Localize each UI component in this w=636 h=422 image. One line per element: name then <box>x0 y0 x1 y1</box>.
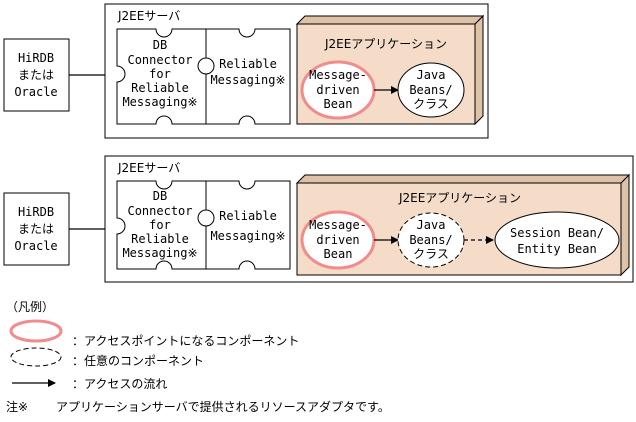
j2ee-server-title-2: J2EEサーバ <box>117 161 180 175</box>
diagram-2: HiRDB または Oracle J2EEサーバ DB Connector fo… <box>3 155 634 283</box>
legend-access-point-symbol <box>9 319 63 343</box>
db-box-1-line3: Oracle <box>14 85 57 99</box>
mdb-1-line1: Message- <box>309 68 367 82</box>
legend: （凡例） ：アクセスポイントになるコンポーネント ：任意のコンポーネント ：アク… <box>6 300 390 414</box>
reliable-label-1-line2: Messaging※ <box>210 73 285 87</box>
j2ee-app-title-1: J2EEアプリケーション <box>324 37 447 51</box>
java-beans-1-line2: Beans/ <box>409 83 452 97</box>
j2ee-server-title-1: J2EEサーバ <box>117 9 180 23</box>
session-bean-line2: Entity Bean <box>517 242 596 256</box>
connector-label-2-line5: Messaging※ <box>122 246 197 260</box>
footnote-mark: 注※ <box>6 399 28 414</box>
session-entity-bean-2 <box>494 211 620 269</box>
db-box-2 <box>3 192 70 266</box>
j2ee-app-box-1-top <box>295 15 485 25</box>
reliable-label-1-line1: Reliable <box>219 57 277 71</box>
connector-label-1-line5: Messaging※ <box>122 95 197 109</box>
db-box-2-line1: HiRDB <box>18 205 54 219</box>
connector-label-2-line1: DB <box>153 189 167 203</box>
java-beans-2-line3: クラス <box>413 247 449 261</box>
legend-access-point-label: ：アクセスポイントになるコンポーネント <box>72 334 299 348</box>
legend-optional-symbol <box>10 347 62 367</box>
db-box-1 <box>3 38 70 112</box>
session-bean-line1: Session Bean/ <box>510 226 604 240</box>
diagram-1: HiRDB または Oracle J2EEサーバ DB Connector fo… <box>3 3 489 139</box>
connector-label-1-line4: Reliable <box>131 81 189 95</box>
reliable-label-2-line2: Messaging※ <box>210 229 285 243</box>
legend-optional-label: ：任意のコンポーネント <box>72 353 204 368</box>
connector-label-1-line3: for <box>149 67 171 81</box>
java-beans-1-line3: クラス <box>413 97 449 111</box>
java-beans-2-line1: Java <box>417 218 446 232</box>
mdb-2-line2: driven <box>316 233 359 247</box>
reliable-messaging-piece-2 <box>205 180 291 270</box>
connector-label-1-line2: Connector <box>127 53 192 67</box>
connector-label-2-line4: Reliable <box>131 232 189 246</box>
db-box-1-line1: HiRDB <box>18 51 54 65</box>
footnote-text: アプリケーションサーバで提供されるリソースアダプタです。 <box>56 399 390 414</box>
legend-title: （凡例） <box>6 300 54 314</box>
j2ee-app-box-2-top <box>295 174 631 184</box>
connector-label-2-line2: Connector <box>127 204 192 218</box>
connector-label-1-line1: DB <box>153 38 167 52</box>
mdb-2-line3: Bean <box>324 247 353 261</box>
db-box-2-line2: または <box>18 222 54 236</box>
j2ee-app-box-1-side <box>474 14 484 126</box>
mdb-1-line3: Bean <box>324 97 353 111</box>
mdb-2-line1: Message- <box>309 218 367 232</box>
j2ee-app-title-2: J2EEアプリケーション <box>398 191 521 205</box>
java-beans-2-line2: Beans/ <box>409 233 452 247</box>
java-beans-1-line1: Java <box>417 68 446 82</box>
connector-label-2-line3: for <box>149 218 171 232</box>
java-beans-1 <box>397 62 465 118</box>
db-box-1-line2: または <box>18 68 54 82</box>
reliable-messaging-piece-1 <box>205 28 291 125</box>
j2ee-app-box-2-side <box>620 173 630 277</box>
mdb-1-line2: driven <box>316 83 359 97</box>
legend-flow-label: ：アクセスの流れ <box>72 377 167 391</box>
db-box-2-line3: Oracle <box>14 239 57 253</box>
reliable-label-2-line1: Reliable <box>219 209 277 223</box>
